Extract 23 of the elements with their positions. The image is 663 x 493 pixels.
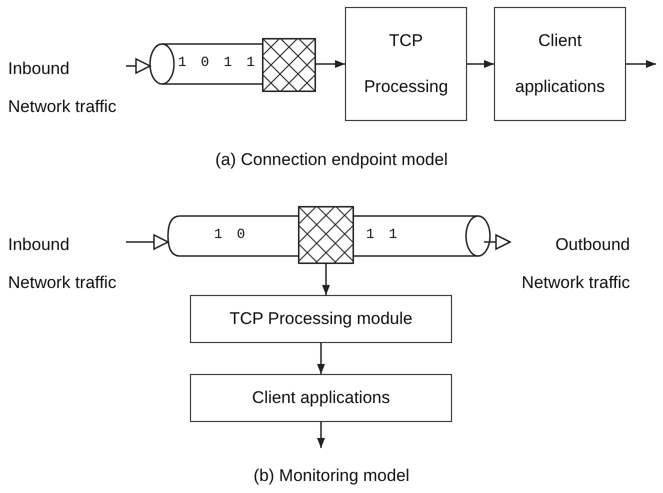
arrow (317, 422, 325, 448)
process-box: TCP Processing module (190, 295, 452, 343)
bit-sequence: 1 0 1 1 (178, 55, 255, 71)
arrow (316, 60, 345, 68)
arrow (322, 264, 330, 295)
figure-caption: (a) Connection endpoint model (215, 150, 448, 169)
block-arrow (484, 234, 511, 250)
figure-caption: (b) Monitoring model (254, 466, 410, 485)
bit-sequence: 1 0 (214, 227, 246, 243)
block-arrow (126, 234, 169, 250)
process-box: Client applications (190, 374, 452, 422)
node-label: Inbound Network traffic (8, 226, 126, 302)
process-box: TCP Processing (345, 7, 467, 121)
node-label: Outbound Network traffic (510, 226, 630, 302)
arrow (317, 343, 325, 374)
pipe-drawing (168, 216, 490, 256)
process-box: Client applications (494, 7, 626, 121)
node-label: Inbound Network traffic (8, 50, 126, 126)
pipe-drawing (150, 44, 264, 84)
arrow (467, 60, 494, 68)
bit-sequence: 1 1 (366, 227, 398, 243)
arrow (626, 60, 656, 68)
block-arrow (126, 58, 151, 74)
